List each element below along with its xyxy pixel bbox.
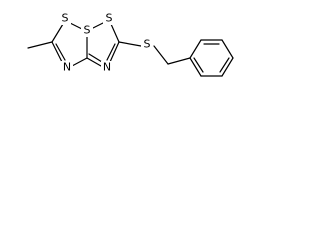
atom-s-top-right: S bbox=[106, 12, 113, 25]
atom-n-right: N bbox=[103, 61, 111, 74]
bond-ring-inner-2 bbox=[219, 57, 230, 73]
atom-n-left: N bbox=[63, 61, 71, 74]
bond-ring-inner-3 bbox=[193, 57, 204, 73]
bond-c-n-left-double bbox=[55, 43, 66, 61]
bond-s-ch2 bbox=[153, 45, 169, 65]
atom-s-top-left: S bbox=[62, 12, 69, 25]
bond-methyl bbox=[27, 41, 53, 49]
bond-ch2-phenyl bbox=[167, 57, 191, 65]
bond-n-fused-left bbox=[71, 57, 88, 67]
bond-s-c-right bbox=[110, 23, 120, 43]
chemical-structure-diagram: S S S N N S bbox=[27, 12, 234, 77]
atom-s-top-center: S bbox=[84, 24, 91, 37]
bond-c-n-right-double bbox=[106, 43, 116, 61]
atom-s-thioether: S bbox=[144, 38, 151, 51]
bond-fused-right-double bbox=[88, 53, 103, 63]
atom-labels: S S S N N S bbox=[59, 12, 153, 74]
bond-c-n-left bbox=[51, 41, 63, 63]
bond-ring-6 bbox=[189, 57, 202, 77]
bonds bbox=[27, 21, 234, 77]
bond-c-n-right bbox=[109, 41, 120, 63]
bond-c-s-left bbox=[51, 23, 64, 43]
bond-ring-4 bbox=[221, 57, 234, 77]
bond-ring-3 bbox=[221, 39, 234, 59]
bond-fused-right bbox=[86, 57, 102, 67]
bond-c-s-thioether bbox=[118, 41, 142, 47]
bond-ring-1 bbox=[189, 39, 202, 59]
